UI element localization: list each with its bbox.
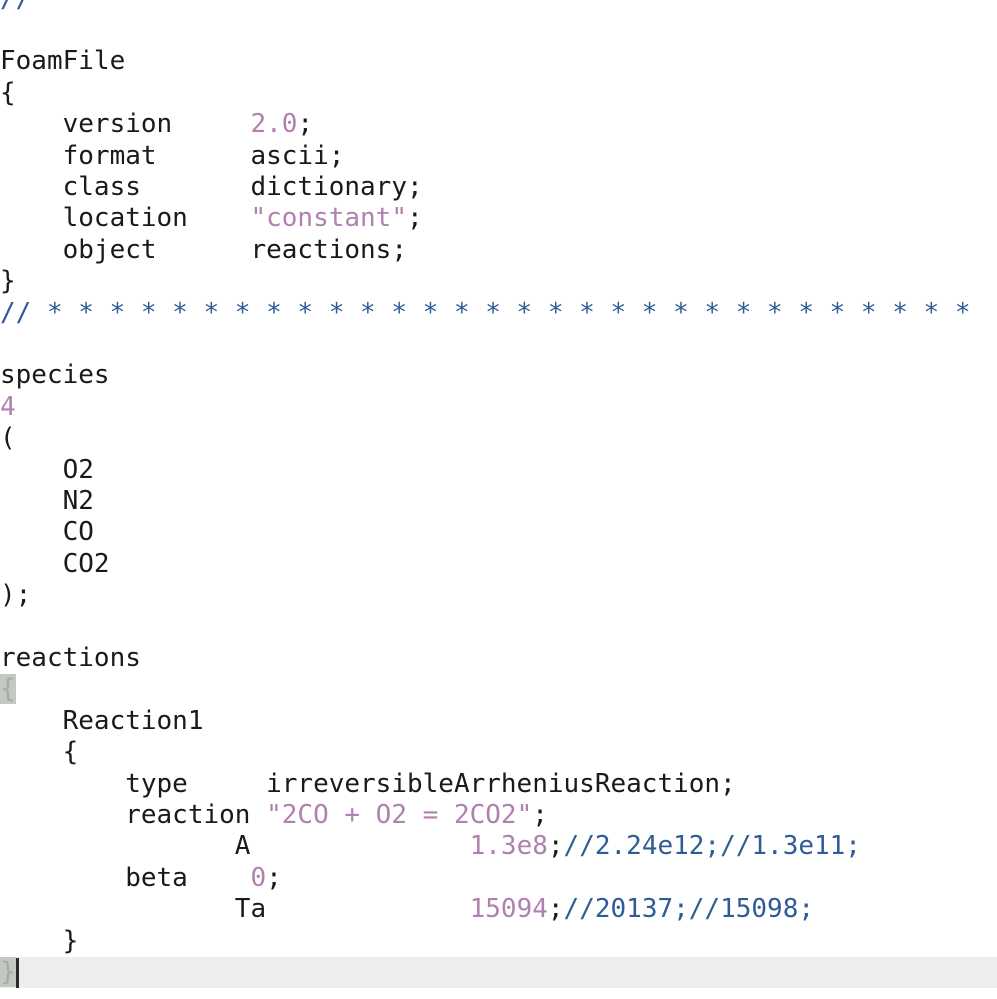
code-line[interactable]: O2 [0,455,997,486]
code-line[interactable]: CO2 [0,549,997,580]
code-token: CO2 [0,548,110,579]
code-token: N2 [0,485,94,516]
code-token: ; [547,831,564,862]
code-line[interactable]: } [0,926,997,957]
code-line[interactable]: CO [0,517,997,548]
code-token: } [0,925,79,956]
code-token: A [0,831,470,862]
code-token: reactions [0,642,141,673]
matched-bracket: { [0,674,16,705]
code-comment: //2.24e12;//1.3e11; [563,831,861,862]
code-token: CO [0,517,94,548]
code-token: ); [0,580,32,611]
code-literal: "constant" [250,203,407,234]
code-token: type irreversibleArrheniusReaction; [0,768,736,799]
code-token: species [0,360,110,391]
code-line[interactable]: N2 [0,486,997,517]
code-token: ; [532,799,548,830]
code-comment: //20137;//15098; [563,894,814,925]
code-comment: // [0,0,31,14]
code-line[interactable]: } [0,956,997,989]
text-cursor [15,957,19,988]
code-line[interactable]: 4 [0,392,997,423]
code-line[interactable]: species [0,360,997,391]
code-line[interactable]: { [0,737,997,768]
code-line[interactable]: class dictionary; [0,172,997,203]
code-line[interactable] [0,15,997,46]
code-comment: // * * * * * * * * * * * * * * * * * * *… [0,297,971,328]
code-line[interactable]: // [0,0,997,15]
code-token: ( [0,423,16,454]
code-token: Ta [0,894,470,925]
code-literal: 1.3e8 [469,831,548,862]
code-line[interactable]: version 2.0; [0,109,997,140]
code-line[interactable] [0,612,997,643]
code-token: class dictionary; [0,171,423,202]
code-line[interactable]: location "constant"; [0,203,997,234]
code-line[interactable] [0,329,997,360]
code-literal: "2CO + O2 = 2CO2" [266,799,533,830]
code-line[interactable]: Ta 15094;//20137;//15098; [0,894,997,925]
code-line[interactable]: { [0,78,997,109]
code-token: format ascii; [0,140,345,171]
code-line[interactable]: { [0,674,997,705]
code-line[interactable]: object reactions; [0,235,997,266]
code-token: ; [297,109,314,140]
code-line[interactable]: ); [0,580,997,611]
code-line[interactable]: reaction "2CO + O2 = 2CO2"; [0,800,997,831]
code-token: { [0,737,79,768]
code-line[interactable]: reactions [0,643,997,674]
code-literal: 4 [0,391,16,422]
code-line[interactable]: A 1.3e8;//2.24e12;//1.3e11; [0,831,997,862]
code-token: ; [547,894,564,925]
code-token: } [0,266,16,297]
code-line[interactable]: Reaction1 [0,706,997,737]
code-token: ; [266,862,282,893]
code-token: object reactions; [0,234,407,265]
matched-bracket: } [0,956,16,987]
code-line[interactable]: beta 0; [0,863,997,894]
code-line[interactable]: ( [0,423,997,454]
code-token: Reaction1 [0,705,204,736]
code-token: version [0,109,251,140]
code-line[interactable]: FoamFile [0,46,997,77]
code-literal: 2.0 [250,109,298,140]
code-token: ; [407,203,423,234]
code-literal: 0 [250,862,267,893]
code-token: { [0,77,16,108]
code-token: beta [0,862,251,893]
code-line[interactable]: format ascii; [0,141,997,172]
code-line[interactable]: } [0,266,997,297]
code-token: O2 [0,454,94,485]
code-token: FoamFile [0,46,126,77]
code-token: reaction [0,799,267,830]
code-literal: 15094 [469,894,548,925]
code-token: location [0,203,251,234]
code-line[interactable]: // * * * * * * * * * * * * * * * * * * *… [0,298,997,329]
code-line[interactable]: type irreversibleArrheniusReaction; [0,769,997,800]
